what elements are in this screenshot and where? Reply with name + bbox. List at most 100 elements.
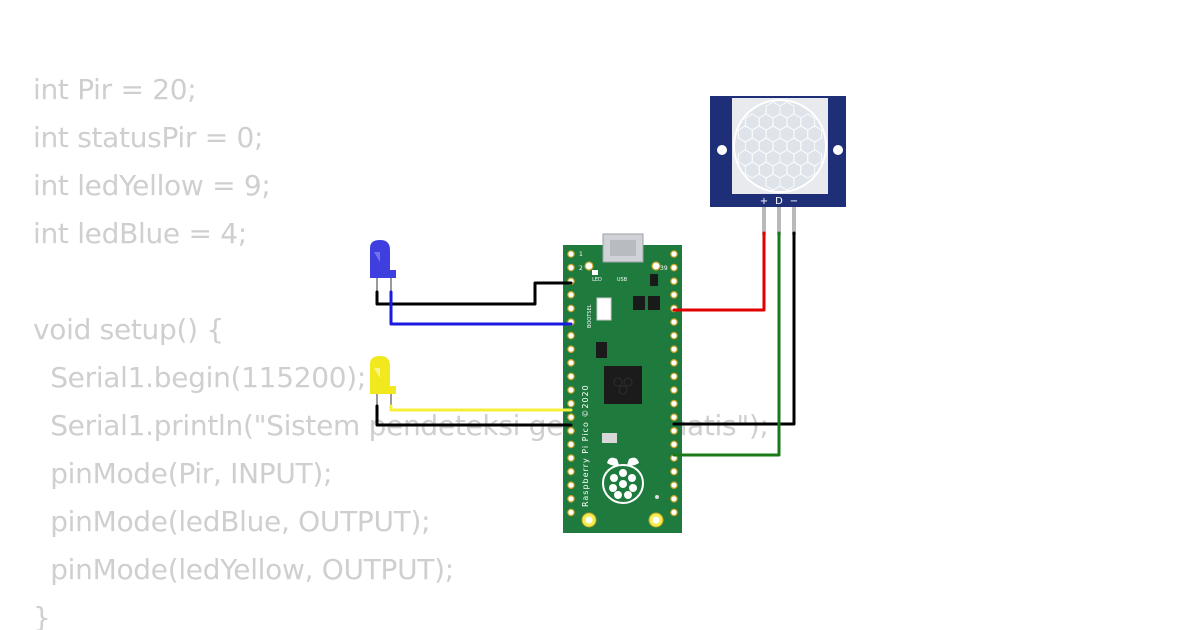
onboard-led [592,270,598,275]
bootsel-button[interactable] [596,297,612,321]
code-line: void setup() { [33,313,224,346]
led-blue-leg [376,276,378,294]
pir-pin-plus-label: + [760,196,768,207]
rp2040-chip [604,366,642,404]
mount-hole-center [652,516,660,524]
header-pin-right[interactable] [670,440,678,449]
pir-pin-minus-label: − [790,196,798,207]
header-pin-left[interactable] [567,304,575,313]
led-blue-leg [390,272,392,292]
code-line: int statusPir = 0; [33,121,264,154]
pin-header-right [670,250,678,517]
led-label: LED [592,277,602,283]
header-pin-left[interactable] [567,494,575,503]
header-pin-right[interactable] [670,413,678,422]
led-yellow-body [370,356,396,394]
pir-sensor[interactable]: + D − [710,96,846,235]
pir-pin-data-label: D [775,196,783,207]
header-pin-left[interactable] [567,372,575,381]
pir-pin-data[interactable] [777,207,781,235]
pir-dome-lens [733,99,827,193]
pir-fresnel-pattern [737,101,823,191]
led-yellow[interactable] [370,356,396,408]
test-point [655,495,659,499]
header-pin-left[interactable] [567,290,575,299]
header-pin-left[interactable] [567,426,575,435]
code-editor[interactable]: int Pir = 20; int statusPir = 0; int led… [33,66,853,630]
usb-label: USB [617,277,628,283]
led-blue[interactable] [370,240,396,294]
header-pin-left[interactable] [567,345,575,354]
pir-mount-hole [833,145,843,155]
code-line: int ledYellow = 9; [33,169,271,202]
code-line: pinMode(ledBlue, OUTPUT); [33,505,431,538]
code-line: pinMode(Pir, INPUT); [33,457,333,490]
header-pin-right[interactable] [670,399,678,408]
raspberry-pi-logo-icon [601,457,645,505]
header-pin-left[interactable] [567,358,575,367]
smd-component [602,433,617,443]
header-pin-right[interactable] [670,386,678,394]
header-pin-right[interactable] [670,277,678,286]
pir-hex-cell [779,173,795,191]
header-pin-right[interactable] [670,358,678,367]
header-pin-left[interactable] [567,454,575,462]
header-pin-right[interactable] [670,494,678,503]
header-pin-left[interactable] [567,508,575,517]
led-blue-highlight [374,252,380,262]
wire-yellow-led-ground[interactable] [375,404,573,427]
led-yellow-leg [390,388,392,408]
header-pin-right[interactable] [670,467,678,476]
wire-blue-led-signal[interactable] [389,290,573,326]
mount-hole-center [585,516,593,524]
header-pin-left[interactable] [567,467,575,476]
wire-pir-data[interactable] [672,231,781,457]
raspberry-pi-pico[interactable]: 1 2 39 LED USB BOOTSEL Raspberry Pi Pico… [563,233,682,533]
code-line: pinMode(ledYellow, OUTPUT); [33,553,454,586]
pin-number-2: 2 [579,265,583,272]
pin-number-1: 1 [579,251,583,258]
header-pin-right[interactable] [670,318,678,326]
header-pin-right[interactable] [670,263,678,272]
pir-mount-hole [717,145,727,155]
header-pin-left[interactable] [567,440,575,449]
header-pin-right[interactable] [670,331,678,340]
header-pin-right[interactable] [670,250,678,258]
smd-component [596,342,607,358]
code-line: int ledBlue = 4; [33,217,247,250]
led-blue-body [370,240,396,278]
wires [375,231,796,457]
rp2040-chip-logo [613,377,633,395]
header-pin-right[interactable] [670,345,678,354]
code-line: int Pir = 20; [33,73,197,106]
code-line: Serial1.begin(115200); [33,361,367,394]
header-pin-left[interactable] [567,399,575,408]
mount-hole [651,261,661,271]
header-pin-left[interactable] [567,331,575,340]
header-pin-left[interactable] [567,413,575,422]
led-yellow-leg [376,392,378,408]
code-line: } [33,601,51,630]
pin-number-39: 39 [660,265,668,272]
smd-component [633,296,645,310]
led-yellow-highlight [374,368,380,378]
wire-blue-led-ground[interactable] [375,281,573,306]
smd-component [648,296,660,310]
pir-hex-cell [800,161,816,179]
header-pin-right[interactable] [670,481,678,490]
wire-pir-ground[interactable] [672,231,796,426]
wire-yellow-led-signal[interactable] [389,404,573,412]
header-pin-left[interactable] [567,481,575,490]
header-pin-right[interactable] [670,508,678,517]
header-pin-left[interactable] [567,386,575,394]
header-pin-right[interactable] [670,372,678,381]
header-pin-right[interactable] [670,290,678,299]
header-pin-left[interactable] [567,250,575,258]
usb-connector-inner [610,240,636,256]
wire-pir-power[interactable] [672,231,766,312]
pir-pin-plus[interactable] [762,207,766,235]
header-pin-right[interactable] [670,426,678,435]
header-pin-left[interactable] [567,263,575,272]
pir-pin-minus[interactable] [792,207,796,235]
